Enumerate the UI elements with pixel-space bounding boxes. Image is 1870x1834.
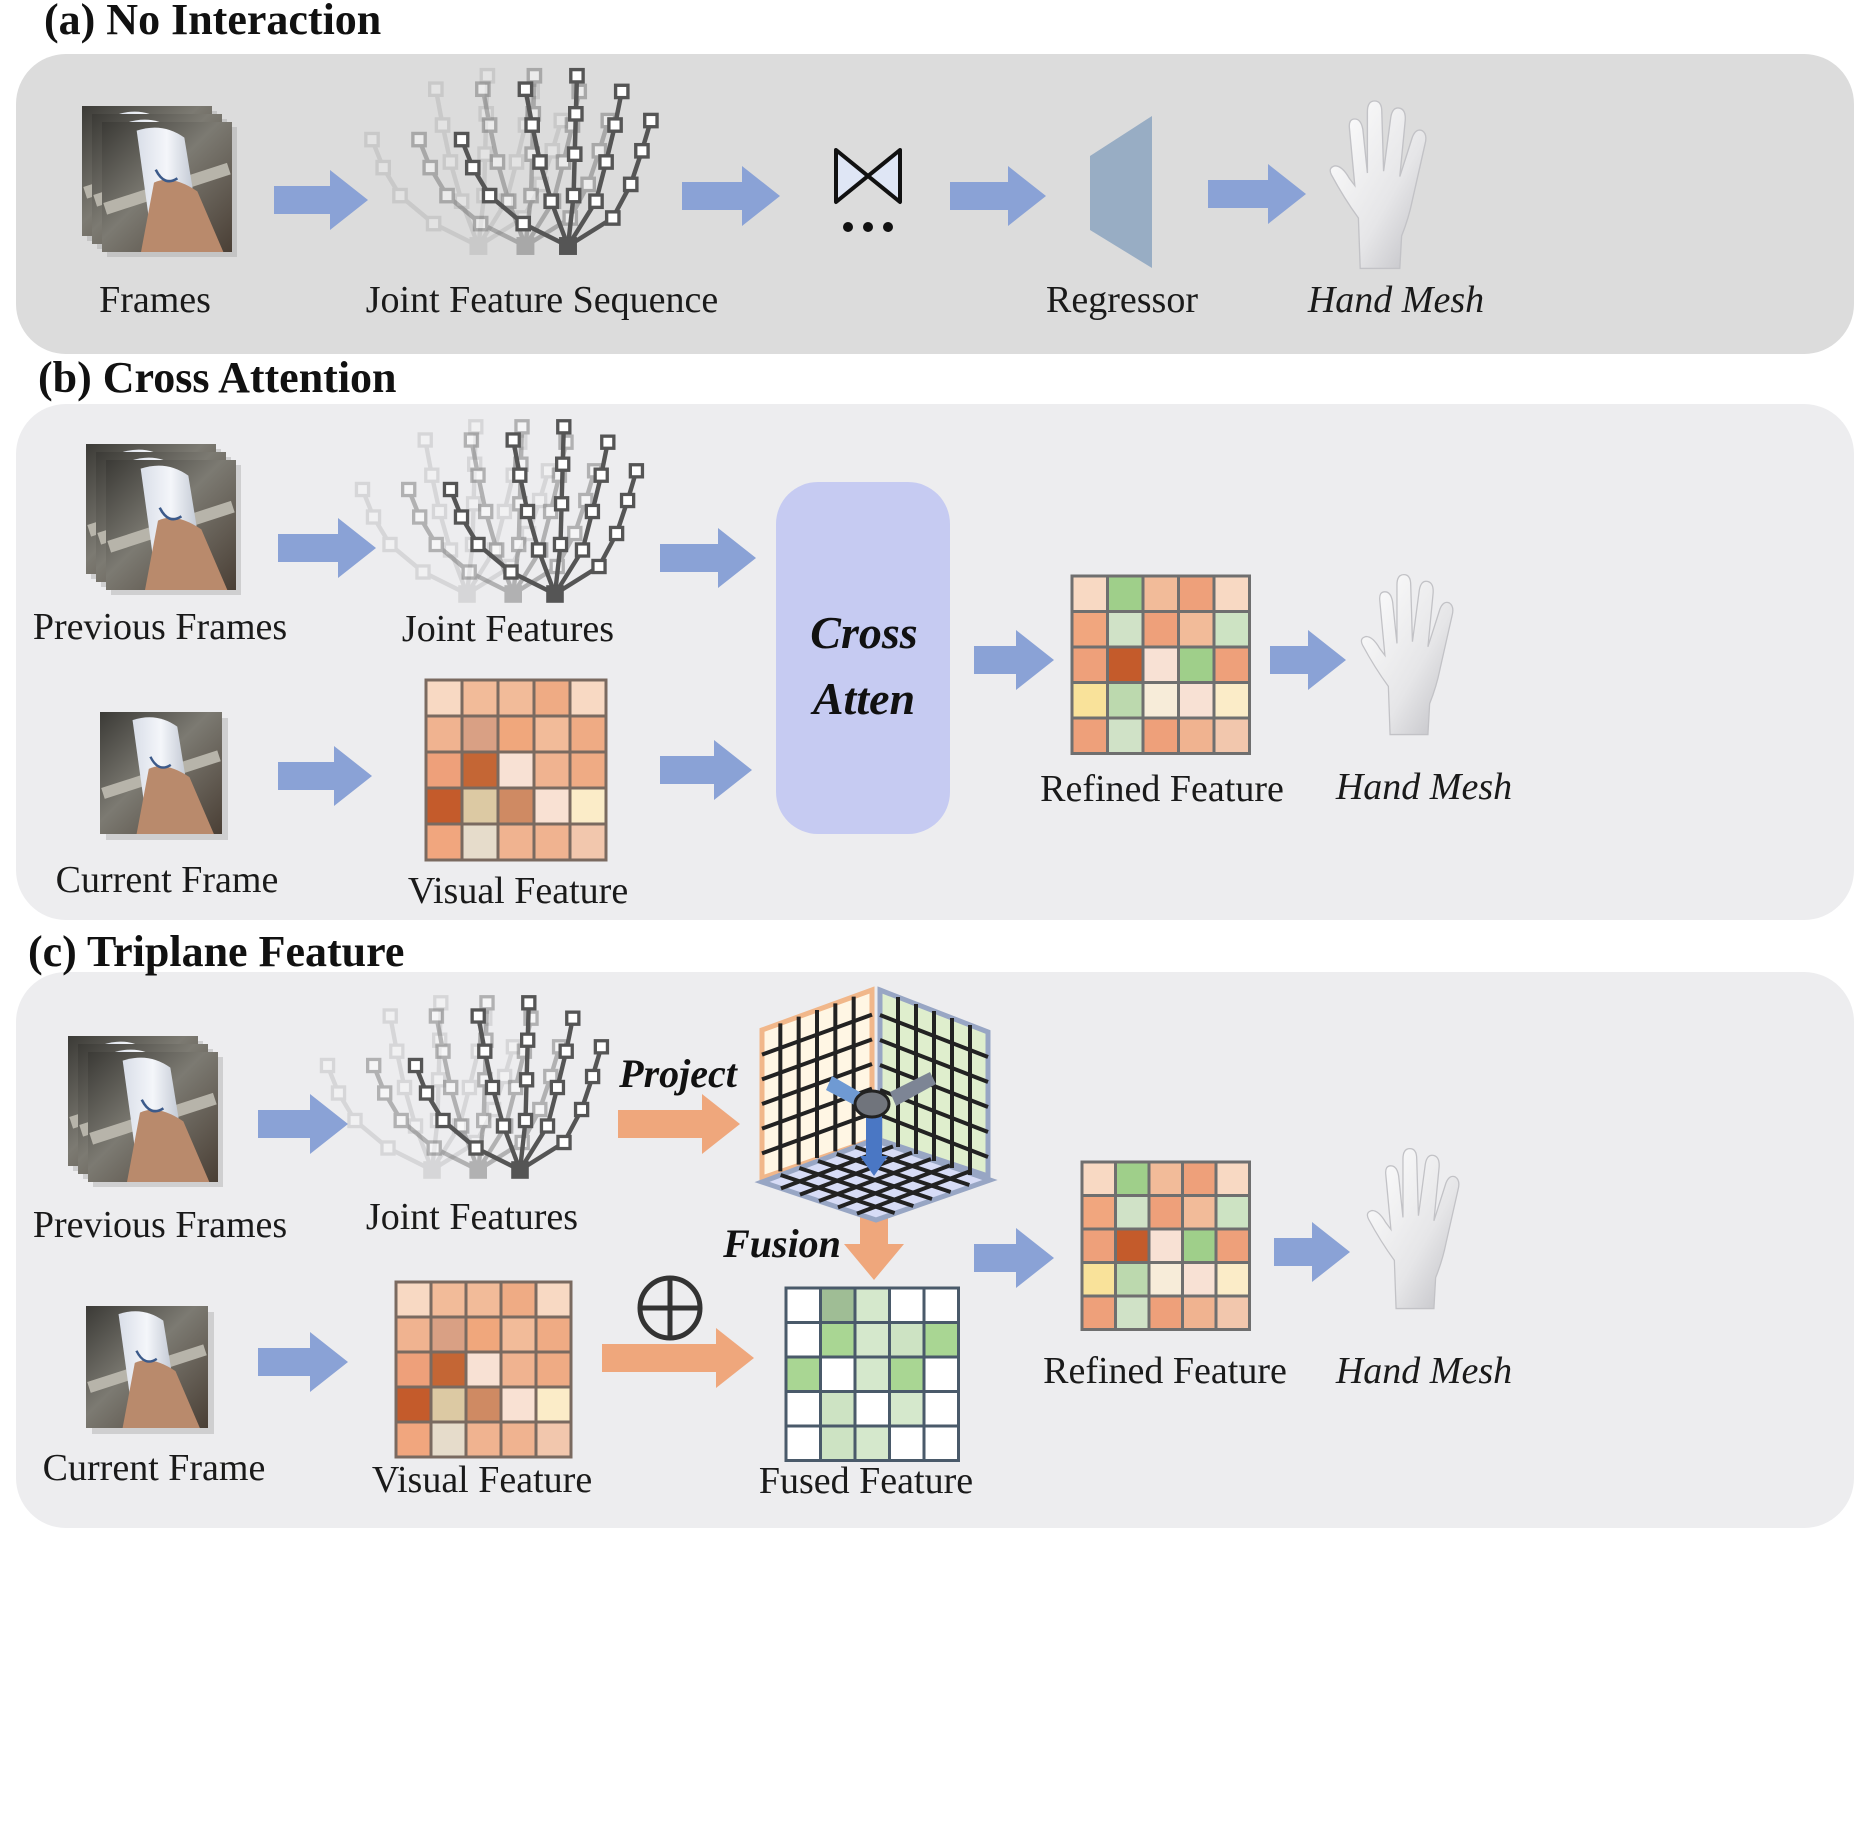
fused-feature-grid-c	[784, 1286, 960, 1462]
label-hand-mesh-a: Hand Mesh	[1307, 279, 1485, 321]
arrow-c3	[618, 1094, 740, 1154]
arrow-a4	[1208, 164, 1306, 224]
label-regressor: Regressor	[1046, 279, 1198, 321]
arrow-b6	[1270, 630, 1346, 690]
transformer-icon	[834, 148, 902, 232]
arrow-c1	[258, 1094, 348, 1154]
cross-atten-line1: Cross	[810, 607, 918, 658]
arrow-b5	[974, 630, 1054, 690]
visual-feature-grid-b	[424, 678, 608, 862]
regressor-block	[1090, 116, 1152, 268]
label-fused-feature-c: Fused Feature	[758, 1460, 974, 1502]
arrow-b2	[660, 528, 756, 588]
arrow-b4	[660, 740, 752, 800]
arrow-c7	[1274, 1222, 1350, 1282]
current-frame-photo-c	[86, 1306, 214, 1434]
arrow-b3	[278, 746, 372, 806]
label-previous-frames-c: Previous Frames	[32, 1204, 288, 1246]
label-joint-features-c: Joint Features	[365, 1196, 579, 1238]
arrow-b1	[278, 518, 376, 578]
refined-feature-grid-b	[1070, 574, 1251, 755]
cross-atten-label: Cross Atten	[810, 600, 917, 732]
joint-features-c	[319, 995, 610, 1179]
label-refined-feature-c: Refined Feature	[1043, 1350, 1287, 1392]
arrow-c6	[974, 1228, 1054, 1288]
previous-frames-stack-b	[86, 444, 241, 595]
panel-a-title: (a) No Interaction	[44, 0, 382, 44]
visual-feature-grid-c	[394, 1280, 573, 1459]
triplane-cube	[754, 986, 998, 1223]
label-previous-frames-b: Previous Frames	[32, 606, 288, 648]
arrow-a1	[274, 170, 368, 230]
refined-feature-grid-c	[1080, 1160, 1251, 1331]
panel-c-title: (c) Triplane Feature	[28, 927, 405, 976]
label-joint-feature-sequence: Joint Feature Sequence	[365, 279, 719, 321]
joint-features-b	[354, 419, 645, 603]
previous-frames-stack-c	[68, 1036, 223, 1187]
label-project: Project	[619, 1051, 737, 1096]
label-current-frame-c: Current Frame	[42, 1447, 266, 1489]
joint-feature-sequence-a	[364, 67, 659, 255]
label-current-frame-b: Current Frame	[55, 859, 279, 901]
arrow-a3	[950, 166, 1046, 226]
current-frame-photo-b	[100, 712, 228, 840]
panel-b-title: (b) Cross Attention	[38, 353, 397, 402]
label-visual-feature-b: Visual Feature	[407, 870, 629, 912]
plus-symbol	[637, 1275, 703, 1341]
frames-stack-a	[82, 106, 237, 257]
arrow-c5	[844, 1206, 904, 1280]
label-visual-feature-c: Visual Feature	[371, 1459, 593, 1501]
arrow-c4	[602, 1328, 754, 1388]
label-refined-feature-b: Refined Feature	[1040, 768, 1284, 810]
label-hand-mesh-b: Hand Mesh	[1335, 766, 1513, 808]
label-fusion: Fusion	[723, 1221, 841, 1266]
label-joint-features-b: Joint Features	[401, 608, 615, 650]
arrow-a2	[682, 166, 780, 226]
arrow-c2	[258, 1332, 348, 1392]
cross-atten-box	[776, 482, 950, 834]
cross-atten-line2: Atten	[812, 673, 916, 724]
label-hand-mesh-c: Hand Mesh	[1335, 1350, 1513, 1392]
label-frames: Frames	[99, 279, 211, 321]
